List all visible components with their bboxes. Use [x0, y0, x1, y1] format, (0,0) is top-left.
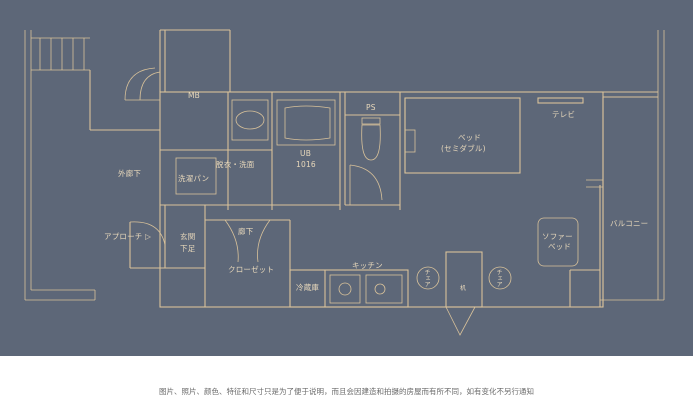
room-label-ub-size: 1016 — [296, 160, 316, 169]
room-label-closet: クローゼット — [228, 265, 275, 274]
room-label-mb: MB — [188, 91, 201, 100]
room-label-fridge: 冷蔵庫 — [296, 283, 320, 292]
walls — [89, 29, 658, 336]
room-label-ps: PS — [366, 103, 376, 112]
room-label-dressing: 脱衣・洗面 — [216, 160, 255, 169]
room-label-approach: アプローチ ▷ — [104, 232, 152, 241]
floor-plan: MB 外廊下 アプローチ ▷ 玄関 下足 洗濯パン 脱衣・洗面 UB 1016 … — [0, 0, 693, 356]
room-label-chair-2: チェア — [495, 269, 502, 288]
room-label-kitchen: キッチン — [352, 261, 383, 270]
room-label-hall: 廊下 — [238, 227, 254, 236]
room-label-bed-type: (セミダブル) — [441, 144, 486, 153]
room-label-chair-1: チェア — [423, 269, 430, 288]
room-label-sofa-bed: ベッド — [548, 242, 572, 251]
room-label-ub: UB — [300, 149, 312, 158]
disclaimer-caption: 图片、照片、颜色、特征和尺寸只是为了便于说明，而且会因建造和拍摄的房屋而有所不同… — [159, 387, 534, 396]
floor-plan-drawing — [24, 29, 665, 336]
room-label-shoe-rack: 下足 — [180, 244, 196, 253]
room-label-laundry-pan: 洗濯パン — [178, 174, 210, 183]
room-label-desk: 机 — [460, 285, 467, 292]
room-label-balcony: バルコニー — [610, 219, 649, 228]
room-label-corridor: 外廊下 — [118, 169, 142, 178]
fixtures — [175, 99, 603, 304]
room-label-genkan: 玄関 — [180, 232, 196, 241]
room-label-bed: ベッド — [458, 133, 482, 142]
room-label-tv: テレビ — [552, 110, 576, 119]
room-label-sofa: ソファー — [542, 232, 573, 241]
stairs — [24, 30, 665, 301]
